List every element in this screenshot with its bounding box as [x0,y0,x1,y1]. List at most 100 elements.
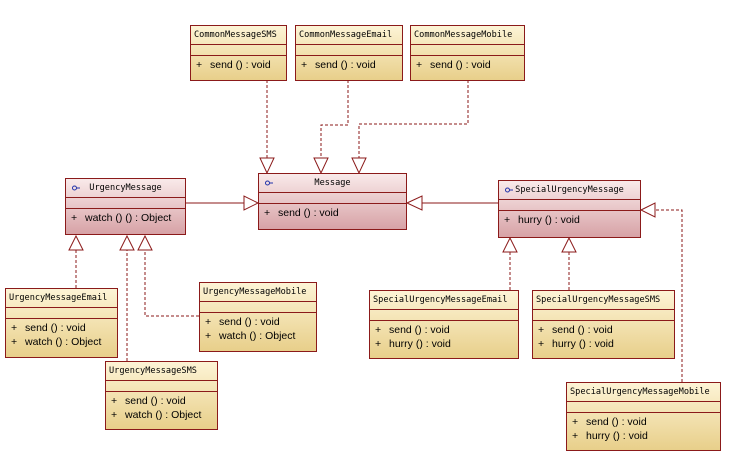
operations-section: +hurry () : void [499,211,640,227]
operation-signature: send () : void [586,416,647,428]
class-name: Message [259,174,406,193]
visibility-marker: + [301,59,308,71]
operation: + send () : void [301,58,402,72]
arrowhead-hollow [68,234,84,251]
operation-signature: watch () : Object [25,336,102,348]
attributes-section [191,45,286,56]
operations-section: + send () : void [191,56,286,72]
arrowhead-hollow [137,234,153,251]
operations-section: + send () : void [296,56,402,72]
visibility-marker: + [538,338,545,350]
operations-section: +send () : void [259,204,406,220]
arrowhead-hollow [119,234,135,251]
class-name: UrgencyMessageSMS [106,362,217,381]
operation: +send () : void [205,315,316,329]
operations-section: +send () : void +hurry () : void [370,321,518,351]
class-name: CommonMessageEmail [296,26,402,45]
operations-section: + send () : void [411,56,524,72]
class-name-text: SpecialUrgencyMessage [515,185,624,195]
operations-section: + send () : void +hurry () : void [567,413,720,443]
attributes-section [567,402,720,413]
operation: +send () : void [264,206,406,220]
class-common-message-email[interactable]: CommonMessageEmail + send () : void [295,25,403,81]
operation: + send () : void [416,58,524,72]
interface-icon [72,185,80,191]
visibility-marker: + [205,330,212,342]
attributes-section [66,198,185,209]
class-name-text: Message [314,178,351,188]
arrowhead-hollow [561,236,577,253]
operation: + hurry () : void [538,337,674,351]
arrowhead-hollow [502,236,518,253]
arrowhead-hollow [313,157,329,175]
operation-signature: send () : void [315,59,376,71]
attributes-section [499,200,640,211]
class-common-message-mobile[interactable]: CommonMessageMobile +send () : void [410,25,525,81]
visibility-marker: + [538,324,545,336]
class-urgency-message-sms[interactable]: UrgencyMessageSMS + send () : void +watch… [105,361,218,430]
visibility-marker: + [196,59,203,71]
class-name: UrgencyMessageMobile [200,283,316,302]
attributes-section [533,310,674,321]
visibility-marker: + [111,395,118,407]
attributes-section [106,381,217,392]
operation-signature: send () : void [210,59,271,71]
visibility-marker: + [572,416,579,428]
operation: + send () : void [196,58,286,72]
operation: + send () : void [538,323,674,337]
attributes-section [6,308,117,319]
operation: +watch () : Object [111,408,217,422]
class-name: UrgencyMessageEmail [6,289,117,308]
interface-icon [505,187,513,193]
attributes-section [200,302,316,313]
operation: +hurry () : void [375,337,518,351]
arrowhead-hollow [243,195,260,211]
class-special-urgency-message-mobile[interactable]: SpecialUrgencyMessageMobile + send () : v… [566,382,721,451]
operation: +send () : void [375,323,518,337]
class-name: SpecialUrgencyMessageEmail [370,291,518,310]
attributes-section [259,193,406,204]
visibility-marker: + [375,338,382,350]
operation-signature: send () : void [430,59,491,71]
interface-icon [265,180,273,186]
attributes-section [370,310,518,321]
visibility-marker: + [264,207,271,219]
attributes-section [411,45,524,56]
visibility-marker: + [11,336,18,348]
operation-signature: watch () () : Object [85,212,172,224]
interface-special-urgency-message[interactable]: SpecialUrgencyMessage +hurry () : void [498,180,641,238]
operation: + watch () : Object [11,335,117,349]
operation: +hurry () : void [572,429,720,443]
class-name: CommonMessageSMS [191,26,286,45]
class-urgency-message-mobile[interactable]: UrgencyMessageMobile +send () : void + wa… [199,282,317,352]
operation: +watch () () : Object [71,211,185,225]
operation-signature: watch () : Object [219,330,296,342]
interface-urgency-message[interactable]: UrgencyMessage +watch () () : Object [65,178,186,235]
class-name: SpecialUrgencyMessageMobile [567,383,720,402]
arrowhead-hollow [259,157,275,175]
realization-urgency-mobile-to-urgency [144,250,199,317]
operations-section: + send () : void + hurry () : void [533,321,674,351]
class-name: SpecialUrgencyMessageSMS [533,291,674,310]
operation-signature: hurry () : void [552,338,614,350]
operation: + watch () : Object [205,329,316,343]
class-common-message-sms[interactable]: CommonMessageSMS + send () : void [190,25,287,81]
class-name: UrgencyMessage [66,179,185,198]
operation-signature: send () : void [125,395,186,407]
operation: +send () : void [11,321,117,335]
visibility-marker: + [205,316,212,328]
interface-message[interactable]: Message +send () : void [258,173,407,230]
visibility-marker: + [416,59,423,71]
class-urgency-message-email[interactable]: UrgencyMessageEmail +send () : void + wat… [5,288,118,358]
operation: + send () : void [572,415,720,429]
operation-signature: send () : void [552,324,613,336]
operations-section: +watch () () : Object [66,209,185,225]
visibility-marker: + [504,214,511,226]
class-special-urgency-message-email[interactable]: SpecialUrgencyMessageEmail +send () : vo… [369,290,519,359]
operation: + send () : void [111,394,217,408]
class-special-urgency-message-sms[interactable]: SpecialUrgencyMessageSMS + send () : void… [532,290,675,359]
operation-signature: watch () : Object [125,409,202,421]
class-name-text: UrgencyMessage [89,183,162,193]
